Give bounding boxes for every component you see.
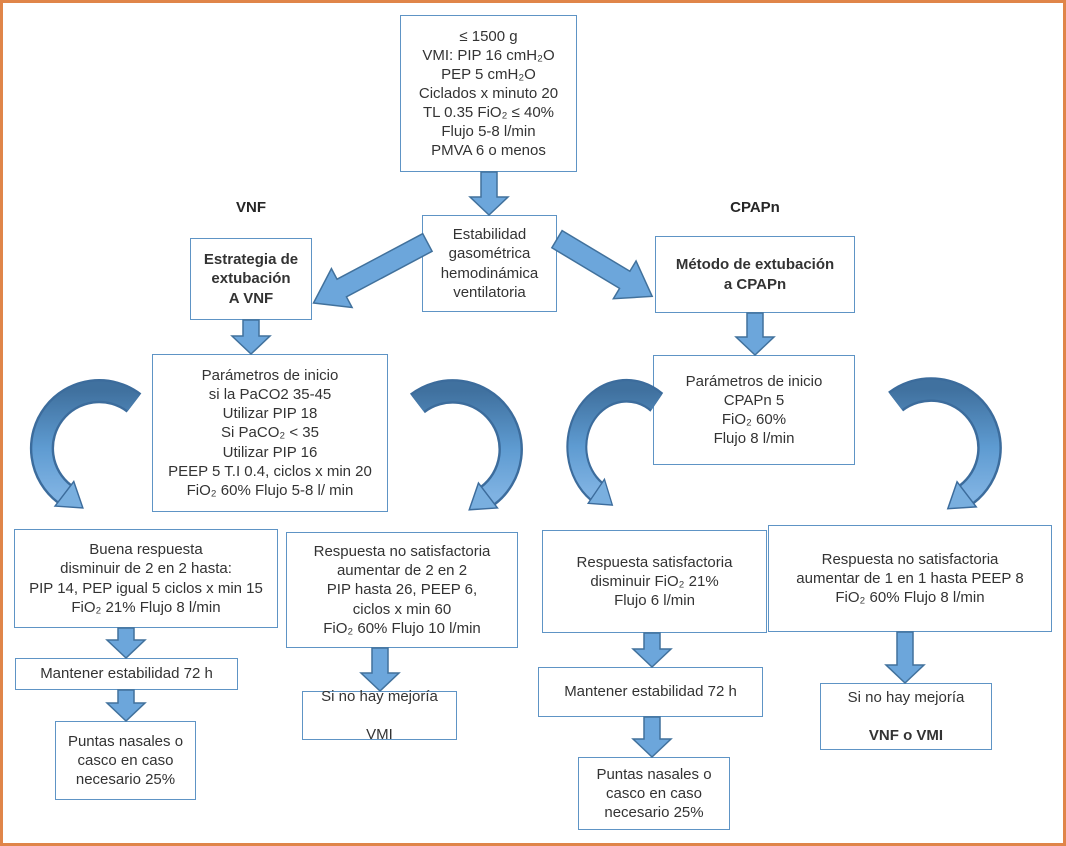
initial-params-cpapn-box: Parámetros de inicio CPAPn 5 FiO₂ 60% Fl… (653, 355, 855, 465)
no-improvement-cpapn-line1: Si no hay mejoría (847, 688, 965, 706)
nasal-prongs-cpapn-box: Puntas nasales o casco en caso necesario… (578, 757, 730, 830)
arrow-maintain-cpapn-to-nasal-icon (631, 716, 673, 759)
no-improvement-cpapn-box: Si no hay mejoría VNF o VMI (820, 683, 992, 750)
curved-arrow-params-vnf-to-bad-icon (409, 379, 523, 511)
branch-label-vnf: VNF (236, 199, 266, 216)
maintain-stability-cpapn-box: Mantener estabilidad 72 h (538, 667, 763, 717)
no-improvement-cpapn-line2: VNF o VMI (868, 727, 944, 745)
good-response-cpapn-box: Respuesta satisfactoria disminuir FiO₂ 2… (542, 530, 767, 633)
arrow-good-cpapn-to-maintain-icon (631, 632, 673, 669)
maintain-stability-vnf-box: Mantener estabilidad 72 h (15, 658, 238, 690)
arrow-entry-to-stability-icon (468, 171, 510, 217)
curved-arrow-params-vnf-to-good-icon (29, 379, 142, 509)
strategy-vnf-box: Estrategia de extubación A VNF (190, 238, 312, 320)
no-improvement-vnf-text: Si no hay mejoría VMI (321, 668, 438, 763)
branch-label-cpapn: CPAPn (730, 199, 780, 216)
no-improvement-vnf-line1: Si no hay mejoría (321, 687, 438, 705)
arrow-stability-to-method-icon (550, 229, 654, 300)
arrow-maintain-vnf-to-nasal-icon (105, 689, 147, 723)
arrow-strategy-to-params-icon (230, 319, 272, 356)
arrow-good-vnf-to-maintain-icon (105, 627, 147, 660)
arrow-bad-vnf-to-vmi-icon (359, 647, 401, 693)
arrow-bad-cpapn-to-vnf-vmi-icon (884, 631, 926, 685)
stability-box: Estabilidad gasométrica hemodinámica ven… (422, 215, 557, 312)
initial-params-vnf-box: Parámetros de inicio si la PaCO2 35-45 U… (152, 354, 388, 512)
method-cpapn-box: Método de extubación a CPAPn (655, 236, 855, 313)
no-improvement-vnf-box: Si no hay mejoría VMI (302, 688, 457, 743)
curved-arrow-params-cpapn-to-bad-icon (888, 377, 1002, 510)
no-improvement-cpapn-text: Si no hay mejoría VNF o VMI (848, 669, 965, 764)
arrow-stability-to-strategy-icon (312, 232, 434, 309)
entry-criteria-box: ≤ 1500 g VMI: PIP 16 cmH₂O PEP 5 cmH₂O C… (400, 15, 577, 172)
nasal-prongs-vnf-box: Puntas nasales o casco en caso necesario… (55, 721, 196, 800)
bad-response-vnf-box: Respuesta no satisfactoria aumentar de 2… (286, 532, 518, 648)
good-response-vnf-box: Buena respuesta disminuir de 2 en 2 hast… (14, 529, 278, 628)
bad-response-cpapn-box: Respuesta no satisfactoria aumentar de 1… (768, 525, 1052, 632)
arrow-method-to-params-icon (734, 312, 776, 357)
curved-arrow-params-cpapn-to-good-icon (566, 378, 664, 506)
no-improvement-vnf-line2: VMI (366, 726, 393, 744)
